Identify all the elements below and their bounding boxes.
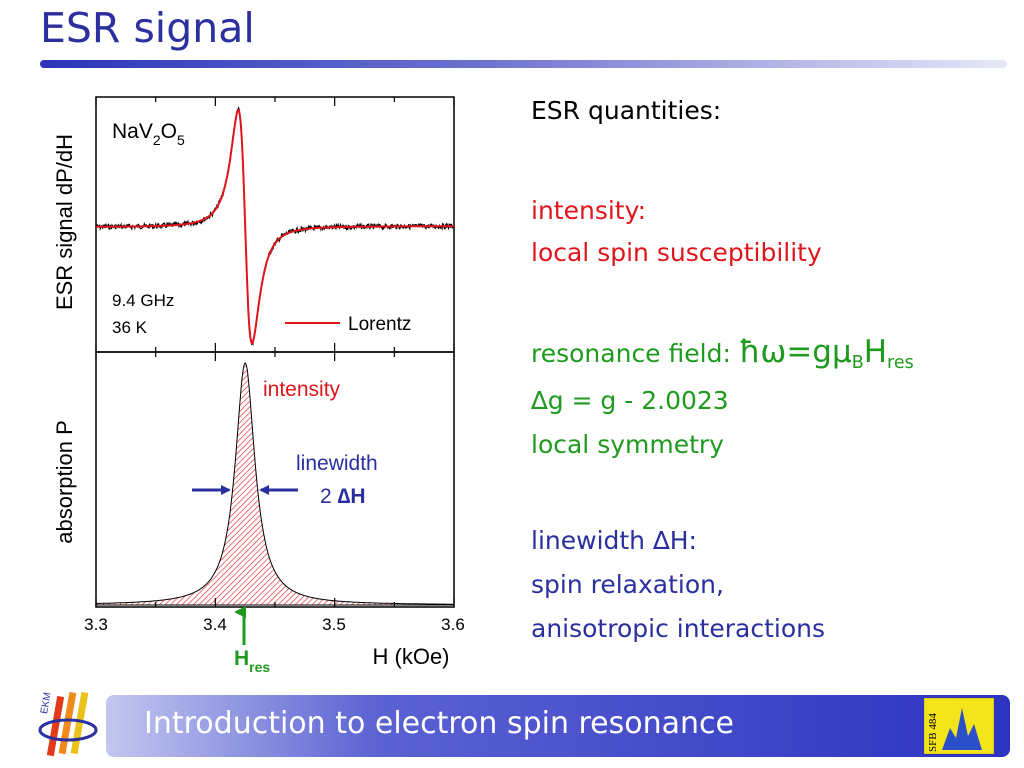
- local-symmetry-text: local symmetry: [531, 430, 724, 459]
- intensity-description: local spin susceptibility: [531, 238, 822, 267]
- absorption-area: [95, 362, 455, 606]
- x-axis-label: H (kOe): [373, 644, 450, 669]
- delta-g-formula: ∆g = g - 2.0023: [531, 386, 729, 415]
- spin-relaxation-text: spin relaxation,: [531, 570, 724, 599]
- xtick-label: 3.4: [203, 615, 227, 634]
- legend-label: Lorentz: [348, 314, 411, 335]
- intensity-label: intensity:: [531, 196, 646, 225]
- lorentz-fit-line: [96, 109, 454, 345]
- esr-chart: NaV2O5 9.4 GHz 36 K Lorentz ESR signal d…: [52, 96, 465, 675]
- frequency-label: 9.4 GHz: [112, 291, 174, 310]
- quantities-heading: ESR quantities:: [531, 96, 722, 125]
- xtick-label: 3.5: [322, 615, 346, 634]
- sample-label: NaV2O5: [112, 120, 185, 148]
- resonance-field-label: resonance field: ħω=gμBHres: [531, 334, 914, 373]
- title-underline: [40, 60, 1007, 68]
- linewidth-label: linewidth ∆H:: [531, 526, 697, 555]
- slide-title: ESR signal: [40, 4, 255, 52]
- intensity-annotation: intensity: [263, 378, 341, 401]
- xtick-label: 3.3: [84, 615, 108, 634]
- footer-bar: [106, 695, 1010, 757]
- ekm-logo: EKM: [38, 692, 98, 757]
- top-ylabel: ESR signal dP/dH: [52, 134, 77, 310]
- xtick-label: 3.6: [441, 615, 465, 634]
- sfb-logo: SFB 484: [924, 698, 994, 754]
- bottom-ylabel: absorption P: [52, 420, 77, 544]
- anisotropic-text: anisotropic interactions: [531, 614, 825, 643]
- linewidth-value: 2 ∆H: [320, 485, 366, 508]
- linewidth-annotation: linewidth: [296, 452, 378, 475]
- footer-title: Introduction to electron spin resonance: [144, 706, 734, 741]
- svg-text:EKM: EKM: [39, 692, 54, 715]
- svg-text:SFB 484: SFB 484: [927, 713, 939, 752]
- temperature-label: 36 K: [112, 318, 148, 337]
- hres-label: Hres: [234, 647, 270, 675]
- axis-ticks: [95, 97, 455, 607]
